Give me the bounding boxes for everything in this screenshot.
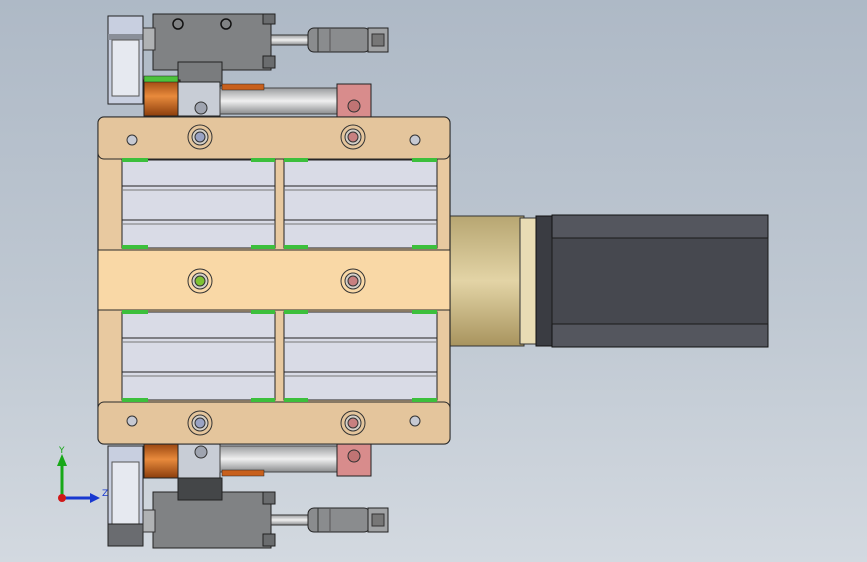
center-slide-plate [97, 249, 451, 311]
linear-rails [121, 158, 438, 402]
bottom-pink-block [336, 441, 372, 477]
triad-y-label: Y [58, 446, 65, 456]
screw-icon [340, 410, 366, 436]
bottom-cylinder-body [152, 491, 272, 549]
bottom-copper-sleeve [143, 443, 181, 479]
triad-axes-icon [57, 454, 100, 503]
triad-z-label: Z [102, 489, 108, 499]
mount-hole-icon [220, 18, 232, 30]
top-copper-sleeve [143, 79, 181, 117]
plate-hole-icon [409, 134, 421, 146]
bottom-cylinder-assembly [107, 441, 389, 549]
bottom-rod-thread [307, 507, 371, 533]
screw-icon [187, 410, 213, 436]
plate-hole-icon [409, 415, 421, 427]
top-rod-thread [307, 27, 371, 53]
screw-icon [187, 124, 213, 150]
top-cylinder-assembly [107, 13, 389, 119]
plate-hole-icon [126, 415, 138, 427]
servo-motor-assembly [448, 214, 769, 348]
top-piston-rod [270, 34, 312, 46]
bolt-icon [194, 101, 208, 115]
plate-hole-icon [126, 134, 138, 146]
bottom-guide-rod [219, 445, 339, 473]
screw-icon [340, 124, 366, 150]
base-plate-assembly [97, 116, 451, 445]
bolt-icon [194, 445, 208, 459]
screw-icon [187, 268, 213, 294]
mount-hole-icon [172, 18, 184, 30]
screw-icon [340, 268, 366, 294]
gearbox-housing [448, 215, 525, 347]
bottom-piston-rod [270, 514, 312, 526]
top-guide-rod [219, 87, 339, 115]
